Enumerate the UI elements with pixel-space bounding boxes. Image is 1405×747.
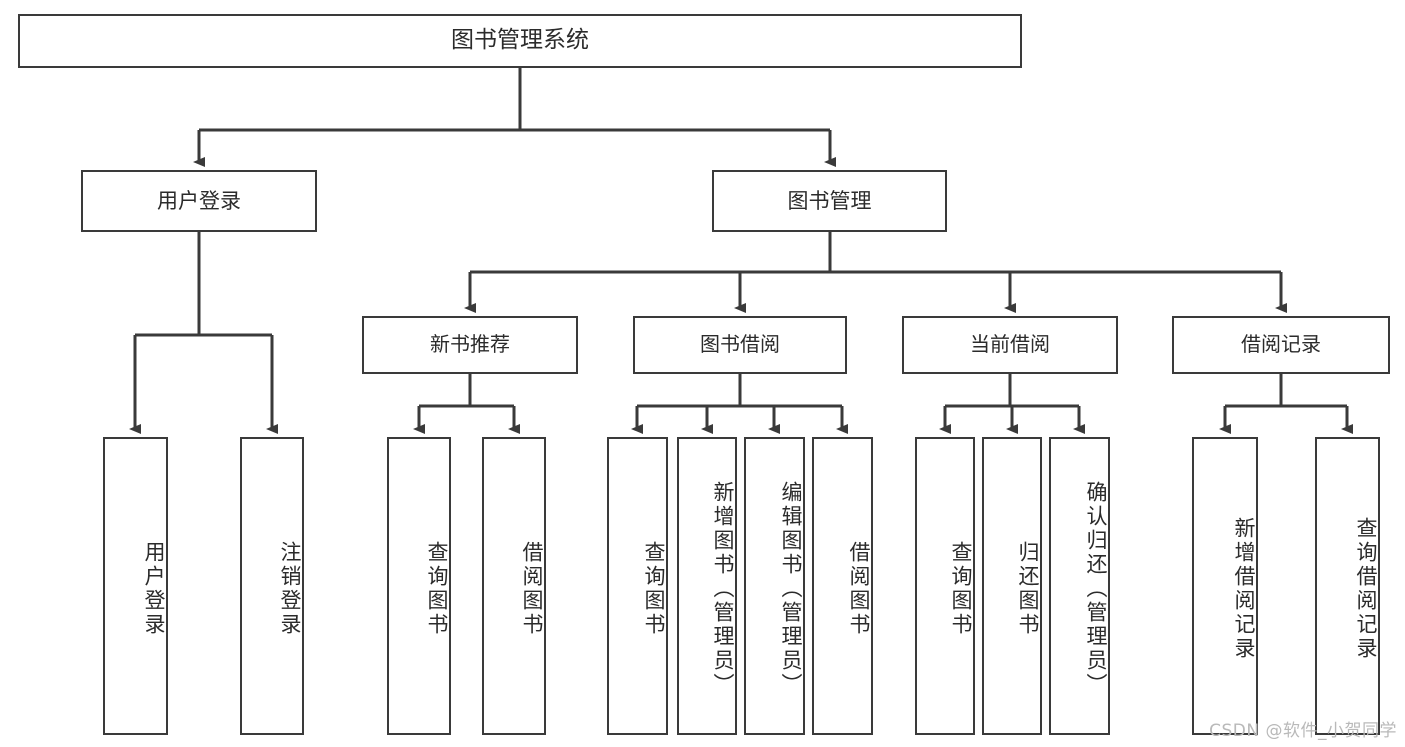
leaf-borrow-book-new[interactable]: 借阅图书 xyxy=(482,437,546,735)
leaf-add-borrow-record-label: 新增借阅记录 xyxy=(1232,517,1256,661)
leaf-user-login[interactable]: 用户登录 xyxy=(103,437,168,735)
leaf-confirm-return-admin-label: 确认归还（管理员） xyxy=(1084,481,1108,697)
node-borrowing-records-label: 借阅记录 xyxy=(1241,332,1321,357)
leaf-edit-book-admin[interactable]: 编辑图书（管理员） xyxy=(744,437,805,735)
node-user-login[interactable]: 用户登录 xyxy=(81,170,317,232)
leaf-add-book-admin[interactable]: 新增图书（管理员） xyxy=(677,437,737,735)
node-new-book-recommendation-label: 新书推荐 xyxy=(430,332,510,357)
node-book-management-label: 图书管理 xyxy=(787,188,872,213)
leaf-add-book-admin-label: 新增图书（管理员） xyxy=(711,481,735,697)
node-book-management[interactable]: 图书管理 xyxy=(712,170,947,232)
leaf-query-borrow-record[interactable]: 查询借阅记录 xyxy=(1315,437,1380,735)
node-root-book-management-system[interactable]: 图书管理系统 xyxy=(18,14,1022,68)
leaf-query-book-borrow-label: 查询图书 xyxy=(642,541,666,637)
leaf-query-borrow-record-label: 查询借阅记录 xyxy=(1354,517,1378,661)
leaf-add-borrow-record[interactable]: 新增借阅记录 xyxy=(1192,437,1258,735)
node-current-borrowing[interactable]: 当前借阅 xyxy=(902,316,1118,374)
leaf-query-book-current-label: 查询图书 xyxy=(949,541,973,637)
node-new-book-recommendation[interactable]: 新书推荐 xyxy=(362,316,578,374)
node-root-label: 图书管理系统 xyxy=(451,27,589,54)
leaf-logout-label: 注销登录 xyxy=(278,541,302,637)
leaf-query-book-borrow[interactable]: 查询图书 xyxy=(607,437,668,735)
leaf-query-book-new-label: 查询图书 xyxy=(425,541,449,637)
leaf-borrow-book-label: 借阅图书 xyxy=(847,541,871,637)
leaf-query-book-current[interactable]: 查询图书 xyxy=(915,437,975,735)
leaf-return-book-label: 归还图书 xyxy=(1016,541,1040,637)
node-book-borrowing[interactable]: 图书借阅 xyxy=(633,316,847,374)
leaf-borrow-book[interactable]: 借阅图书 xyxy=(812,437,873,735)
leaf-user-login-label: 用户登录 xyxy=(142,541,166,637)
leaf-return-book[interactable]: 归还图书 xyxy=(982,437,1042,735)
node-current-borrowing-label: 当前借阅 xyxy=(970,332,1050,357)
node-user-login-label: 用户登录 xyxy=(157,188,241,213)
leaf-logout[interactable]: 注销登录 xyxy=(240,437,304,735)
leaf-borrow-book-new-label: 借阅图书 xyxy=(520,541,544,637)
leaf-confirm-return-admin[interactable]: 确认归还（管理员） xyxy=(1049,437,1110,735)
leaf-query-book-new[interactable]: 查询图书 xyxy=(387,437,451,735)
node-borrowing-records[interactable]: 借阅记录 xyxy=(1172,316,1390,374)
node-book-borrowing-label: 图书借阅 xyxy=(700,332,780,357)
leaf-edit-book-admin-label: 编辑图书（管理员） xyxy=(779,481,803,697)
